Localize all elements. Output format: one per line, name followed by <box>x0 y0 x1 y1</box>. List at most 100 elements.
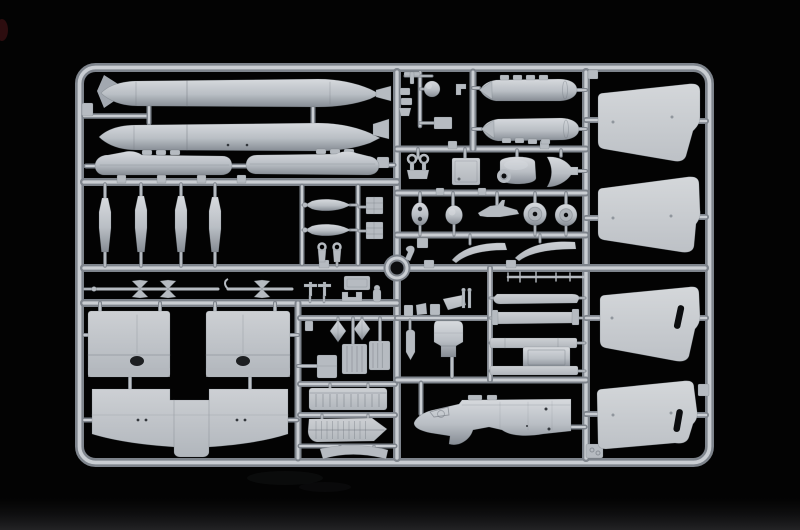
gate-tab <box>477 187 487 196</box>
cluster-box-part <box>433 116 453 130</box>
gate-tab <box>423 259 435 269</box>
pod-half-right <box>245 150 380 176</box>
gate-tab <box>505 259 517 269</box>
store-pod-upper-bump <box>538 74 549 81</box>
store-pod-upper-cone <box>478 80 493 100</box>
pin-part <box>461 290 466 309</box>
store-pod-upper-seam <box>562 80 568 100</box>
mold-pad <box>697 383 710 397</box>
slat-blade-end <box>571 308 580 326</box>
drop-tank-2-fin <box>372 118 390 140</box>
canopy-rail-part <box>514 241 577 262</box>
wing-fold-panel-4 <box>596 380 698 450</box>
small-bracket-part <box>403 304 414 317</box>
plain-box-part <box>316 354 338 379</box>
wing-lower-hole <box>144 418 148 422</box>
wing-fold-panel-1 <box>597 83 701 162</box>
wing-fold-pin-mark <box>669 214 673 218</box>
gate-tab <box>81 102 94 117</box>
pod-half-right-bump <box>329 148 341 155</box>
cross-pin-part <box>317 283 332 288</box>
store-pod-upper-bump <box>525 74 536 81</box>
small-square-part <box>416 237 429 249</box>
floor-gradient <box>0 498 800 530</box>
store-pod-lower <box>481 117 580 142</box>
small-hook-part <box>404 245 415 262</box>
eyelet-part-body <box>317 249 327 263</box>
wing-upper-notch <box>130 356 144 366</box>
gate-tab <box>196 174 207 184</box>
gate-tab <box>447 140 458 150</box>
small-bracket-part <box>429 303 441 316</box>
flat-panel-dot <box>457 177 461 181</box>
spindle-part <box>304 198 352 212</box>
store-pod-lower-cone <box>480 119 495 139</box>
probe-antenna-tip <box>91 286 97 292</box>
floor-reflection <box>299 482 351 492</box>
probe-antenna-hook <box>224 278 229 290</box>
drop-tank-2 <box>98 122 381 152</box>
probe-antenna-fins <box>159 279 177 299</box>
gate-tab <box>116 174 127 184</box>
fuselage-half <box>413 398 572 445</box>
flap-ribs <box>315 394 380 407</box>
flap-part <box>308 387 388 411</box>
wing-fold-pin-mark <box>611 413 615 417</box>
frame-border-core <box>77 65 712 465</box>
wing-upper-notch <box>236 356 250 366</box>
cluster-l-bracket <box>455 83 467 96</box>
fuselage-canopy-line <box>429 406 450 418</box>
red-smudge <box>0 19 8 41</box>
pod-half-right-bump <box>315 148 327 155</box>
store-pod-upper-bump <box>512 74 523 81</box>
cluster-bit <box>398 107 412 117</box>
dart-part <box>353 317 371 341</box>
wheel-rim-line <box>527 206 543 222</box>
mold-pad-mark <box>589 447 595 453</box>
bullet-part <box>405 329 416 361</box>
pylon-part <box>134 195 148 253</box>
fuselage-top-tab <box>467 394 483 401</box>
ribbed-box-ribs <box>372 343 383 368</box>
ribbed-box-part <box>368 340 391 371</box>
slat-blade-part <box>489 337 578 349</box>
small-box-inner <box>346 278 368 288</box>
oval-plate-hole <box>417 206 423 212</box>
ribbed-box-part <box>341 343 368 375</box>
wing-fold-pin-mark <box>610 316 614 320</box>
oval-plate-hole <box>417 216 423 222</box>
wheel-hub-hole <box>532 211 538 217</box>
fuselage-hole <box>547 427 551 431</box>
dart-bracket <box>304 320 314 332</box>
dome-ring-hole <box>501 173 507 179</box>
slat-blade-part <box>493 293 580 305</box>
sprue-parts-layer <box>87 71 701 460</box>
ribbed-box-ribs <box>346 346 363 372</box>
probe-antenna-fins <box>253 279 271 299</box>
runner-ring-hole <box>390 261 404 275</box>
pod-half-left-bump <box>169 149 181 156</box>
pylon-part <box>174 195 188 253</box>
pod-half-left-bump <box>141 149 153 156</box>
store-pod-lower-bump <box>501 137 512 144</box>
flat-panel-part <box>451 157 481 186</box>
store-pod-upper <box>479 78 578 102</box>
wing-fold-panel-3 <box>599 286 701 362</box>
store-pod-lower-bump <box>527 138 538 145</box>
cluster-ball-part <box>423 80 441 98</box>
cluster-ball-highlight <box>426 83 432 89</box>
wing-aileron-slot <box>673 305 685 329</box>
gear-bracket-part <box>477 199 520 218</box>
eye-dome-part <box>445 205 463 225</box>
grid-stack-part <box>365 221 384 240</box>
mold-pad-mark <box>595 450 601 456</box>
fuselage-top-tab <box>486 394 498 401</box>
pod-half-left <box>94 150 233 176</box>
sloped-panel-part <box>442 294 467 311</box>
spindle-part-knob <box>302 227 308 233</box>
gate-tab <box>587 69 599 80</box>
canopy-rail-part <box>451 242 508 264</box>
pylon-part <box>98 197 112 253</box>
